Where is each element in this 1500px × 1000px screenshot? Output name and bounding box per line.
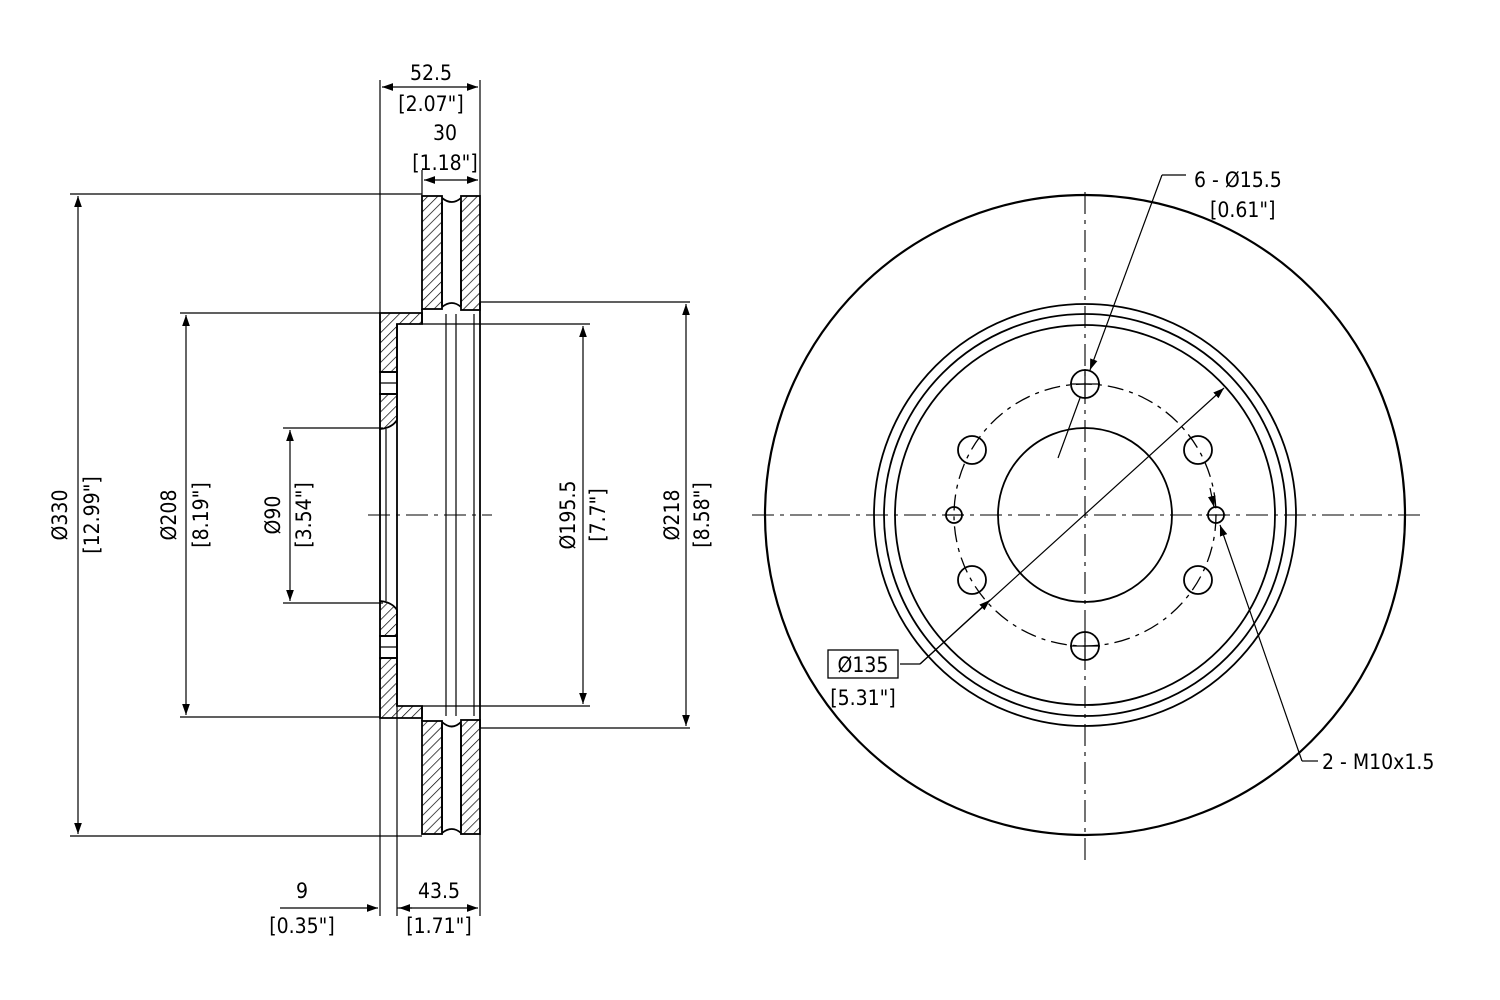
bolt-circle-in: [5.31"] [830, 686, 895, 710]
bolt-circle-box [827, 649, 899, 679]
hat-diameter-in: [8.19"] [189, 482, 213, 547]
bolt-circle-mm: Ø135 [838, 653, 889, 677]
outer-diameter-in: [12.99"] [80, 476, 104, 554]
overall-height-in: [1.71"] [406, 914, 471, 938]
hat-thickness-mm: 9 [296, 879, 308, 903]
hat-diameter-mm: Ø208 [157, 490, 181, 541]
hat-flange-top [379, 312, 423, 373]
rotor-plate-inner-bottom [460, 719, 481, 835]
rotor-thickness-mm: 30 [433, 121, 457, 145]
overall-height-mm: 43.5 [418, 879, 460, 903]
inner-diameter-mm: Ø195.5 [556, 481, 580, 550]
hub-width-in: [2.07"] [398, 92, 463, 116]
bolt-holes-in: [0.61"] [1210, 198, 1275, 222]
rotor-plate-inner-top [460, 195, 481, 311]
center-bore-in: [3.54"] [292, 482, 316, 547]
threaded-holes-label: 2 - M10x1.5 [1322, 750, 1434, 774]
rotor-thickness-in: [1.18"] [412, 151, 477, 175]
bolt-hole [1183, 565, 1213, 595]
rotor-plate-outer-bottom [421, 720, 443, 835]
rotor-plate-outer-top [421, 195, 443, 310]
bolt-holes-mm: 6 - Ø15.5 [1194, 168, 1282, 192]
friction-inner-diameter-in: [8.58"] [690, 482, 714, 547]
hat-thickness-in: [0.35"] [269, 914, 334, 938]
front-view: 6 - Ø15.5 [0.61"] Ø135 [5.31"] 2 - M10x1… [752, 168, 1434, 862]
outer-diameter-mm: Ø330 [48, 490, 72, 541]
center-bore-mm: Ø90 [261, 496, 285, 535]
bolt-hole [957, 565, 987, 595]
hat-flange-bottom [379, 657, 423, 719]
friction-inner-diameter-mm: Ø218 [660, 490, 684, 541]
hub-width-mm: 52.5 [410, 61, 452, 85]
inner-diameter-in: [7.7"] [586, 488, 610, 541]
side-section-view: 52.5 [2.07"] 30 [1.18"] 9 [0.35"] 43.5 [… [48, 61, 714, 938]
bolt-hole [1183, 435, 1213, 465]
bolt-hole [957, 435, 987, 465]
